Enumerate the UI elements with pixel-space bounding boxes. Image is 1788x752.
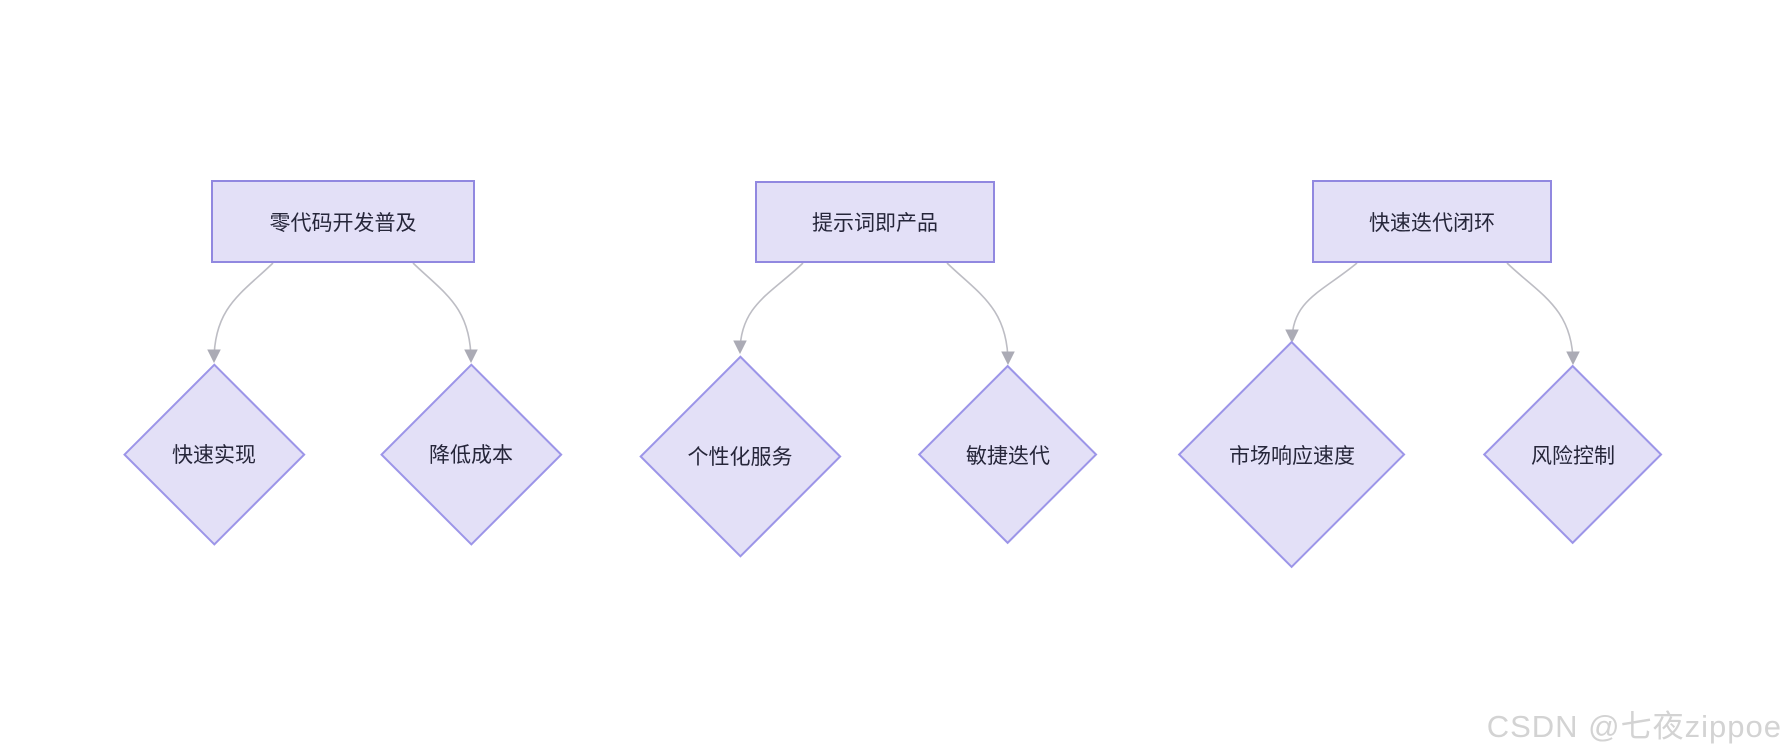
node-risk-control: 风险控制 — [1483, 365, 1663, 545]
edge-tree1-right — [412, 262, 478, 364]
node-market-response-speed: 市场响应速度 — [1177, 340, 1406, 569]
edge-tree3-left — [1285, 262, 1358, 344]
node-fast-implementation: 快速实现 — [122, 362, 305, 545]
node-label: 个性化服务 — [687, 446, 793, 469]
edge-tree2-right — [946, 262, 1015, 366]
csdn-watermark: CSDN @七夜zippoe — [1486, 709, 1782, 744]
node-agile-iteration: 敏捷迭代 — [918, 365, 1098, 545]
node-label: 降低成本 — [429, 444, 513, 467]
node-label: 敏捷迭代 — [966, 445, 1050, 468]
node-label: 零代码开发普及 — [269, 211, 417, 235]
node-cost-reduction: 降低成本 — [379, 362, 562, 545]
node-label: 快速迭代闭环 — [1369, 211, 1495, 235]
node-label: 提示词即产品 — [812, 212, 938, 235]
node-label: 风险控制 — [1531, 445, 1615, 468]
edge-tree3-right — [1506, 262, 1580, 366]
edge-tree2-left — [733, 262, 804, 355]
node-personalized-service: 个性化服务 — [638, 354, 841, 557]
edge-tree1-left — [207, 262, 274, 364]
node-prompt-as-product-root: 提示词即产品 — [755, 181, 995, 263]
node-zero-code-root: 零代码开发普及 — [211, 180, 475, 263]
node-label: 市场响应速度 — [1229, 445, 1355, 468]
node-rapid-iteration-loop-root: 快速迭代闭环 — [1312, 180, 1552, 263]
node-label: 快速实现 — [172, 444, 256, 467]
